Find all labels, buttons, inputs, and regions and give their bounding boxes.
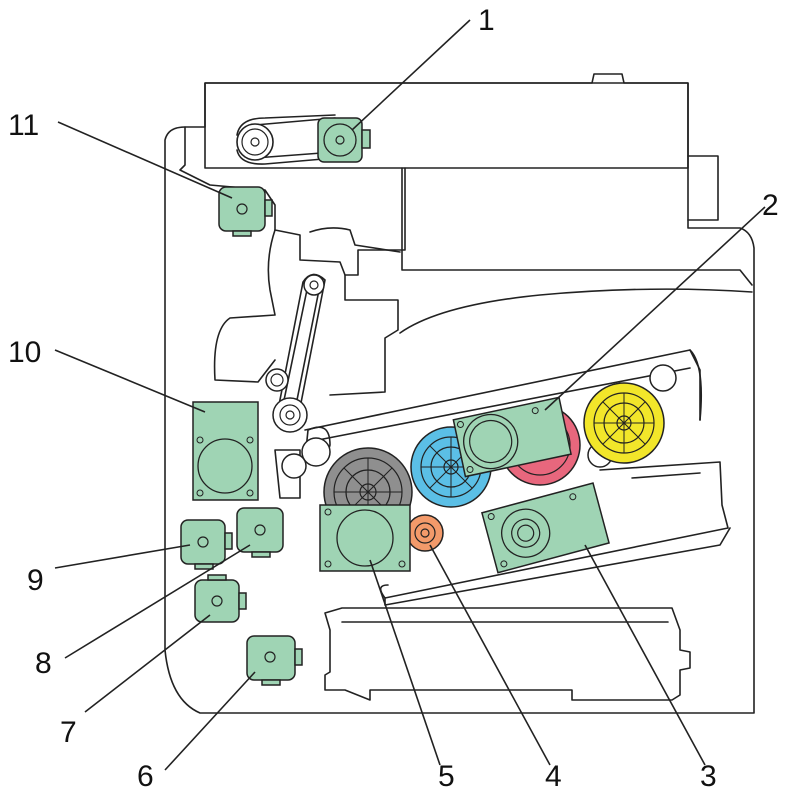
callout-5: 5: [438, 760, 455, 792]
leader-2: [544, 206, 766, 411]
leader-11: [57, 121, 233, 199]
leader-9: [54, 544, 191, 569]
leader-10: [54, 349, 206, 413]
leader-4: [429, 544, 551, 766]
motor-6: [246, 635, 303, 686]
leader-3: [584, 544, 706, 766]
motor-9: [180, 519, 233, 570]
vertical-belt-drive: [265, 273, 326, 433]
callout-6: 6: [137, 760, 154, 792]
development-gear: [406, 514, 444, 552]
motor-7: [194, 574, 247, 623]
callout-1: 1: [478, 4, 495, 37]
motor-8: [236, 507, 284, 558]
callout-9: 9: [27, 564, 44, 597]
motor-1: [317, 117, 371, 163]
leader-7: [84, 614, 211, 713]
motor-5: [319, 504, 411, 572]
drum-yellow: [583, 382, 665, 464]
callout-labels: 1 2 3 4 5 6 7 8 9 10 11: [8, 4, 779, 792]
motor-10: [192, 401, 259, 501]
callout-4: 4: [545, 760, 562, 792]
callout-8: 8: [35, 647, 52, 680]
callout-3: 3: [700, 760, 717, 792]
leader-lines: [54, 19, 766, 771]
motor-2: [452, 396, 572, 478]
motor-11: [218, 186, 273, 237]
motor-3: [481, 482, 610, 574]
machine-housing: [164, 73, 755, 714]
callout-10: 10: [8, 336, 41, 369]
leader-5: [369, 559, 441, 766]
leader-8: [64, 544, 251, 659]
scanner-belt-drive: [236, 114, 336, 165]
leader-1: [351, 19, 471, 131]
leader-6: [164, 671, 256, 771]
callout-2: 2: [762, 189, 779, 222]
callout-11: 11: [8, 109, 39, 142]
callout-7: 7: [60, 716, 77, 749]
